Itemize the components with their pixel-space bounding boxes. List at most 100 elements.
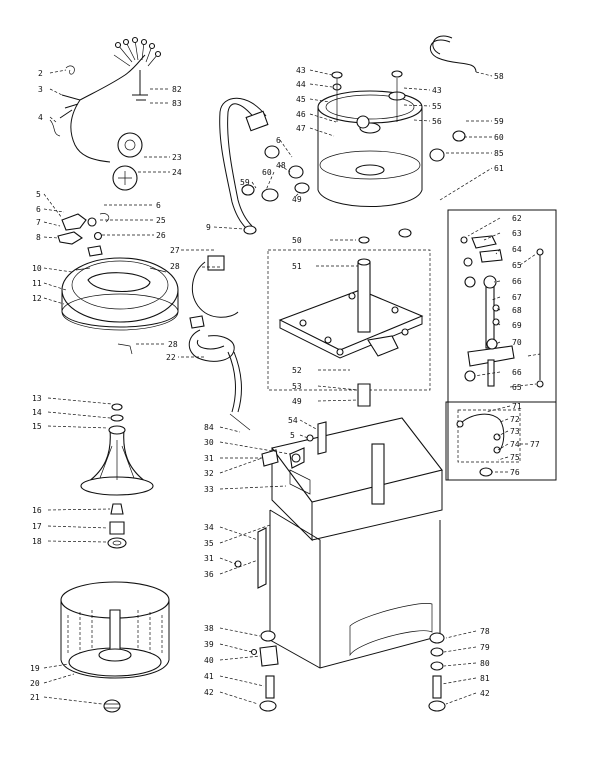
outer-tub: [241, 35, 477, 238]
callout-33: 33: [204, 485, 214, 494]
transmission-frame: [267, 236, 431, 407]
callout-6c: 6: [276, 136, 281, 145]
callout-66b: 66: [512, 368, 522, 377]
callout-74: 74: [510, 440, 520, 449]
callout-52: 52: [292, 366, 302, 375]
callout-78: 78: [480, 627, 490, 636]
callout-17: 17: [32, 522, 42, 531]
callout-43: 43: [296, 66, 306, 75]
callout-11: 11: [32, 279, 42, 288]
suspension-kit: [447, 209, 557, 481]
callout-5: 5: [36, 190, 41, 199]
spin-basket: [60, 581, 170, 713]
valve-and-bracket-parts: [57, 213, 110, 257]
callout-75: 75: [510, 453, 520, 462]
callout-43b: 43: [432, 86, 442, 95]
callout-53: 53: [292, 382, 302, 391]
callout-40: 40: [204, 656, 214, 665]
callout-12: 12: [32, 294, 42, 303]
callout-71: 71: [512, 402, 522, 411]
callout-14: 14: [32, 408, 42, 417]
callout-54: 54: [288, 416, 298, 425]
callout-38: 38: [204, 624, 214, 633]
callout-55: 55: [432, 102, 442, 111]
callout-60b: 60: [494, 133, 504, 142]
callout-21: 21: [30, 693, 40, 702]
callout-3: 3: [38, 85, 43, 94]
brace-kit: [445, 401, 557, 481]
callout-36: 36: [204, 570, 214, 579]
callout-73: 73: [510, 427, 520, 436]
callout-9: 9: [206, 223, 211, 232]
callout-13: 13: [32, 394, 42, 403]
callout-10: 10: [32, 264, 42, 273]
callout-31b: 31: [204, 554, 214, 563]
callout-32: 32: [204, 469, 214, 478]
callout-64: 64: [512, 245, 522, 254]
callout-26: 26: [156, 231, 166, 240]
callout-28b: 28: [168, 340, 178, 349]
callout-49b: 49: [292, 397, 302, 406]
callout-42b: 42: [480, 689, 490, 698]
callout-31: 31: [204, 454, 214, 463]
callout-79: 79: [480, 643, 490, 652]
callout-27: 27: [170, 246, 180, 255]
callout-46: 46: [296, 110, 306, 119]
callout-22: 22: [166, 353, 176, 362]
callout-34: 34: [204, 523, 214, 532]
callout-23: 23: [172, 153, 182, 162]
callout-18: 18: [32, 537, 42, 546]
callout-45: 45: [296, 95, 306, 104]
callout-4: 4: [38, 113, 43, 122]
callout-65b: 65: [512, 383, 522, 392]
callout-48: 48: [276, 161, 286, 170]
callout-8: 8: [36, 233, 41, 242]
callout-82: 82: [172, 85, 182, 94]
callout-58: 58: [494, 72, 504, 81]
agitator-shaft-parts: [107, 503, 127, 549]
callout-6b: 6: [156, 201, 161, 210]
callout-84: 84: [204, 423, 214, 432]
callout-51: 51: [292, 262, 302, 271]
callout-25: 25: [156, 216, 166, 225]
callout-28: 28: [170, 262, 180, 271]
callout-47: 47: [296, 124, 306, 133]
callout-83: 83: [172, 99, 182, 108]
cabinet: [229, 413, 446, 712]
callout-42: 42: [204, 688, 214, 697]
callout-15: 15: [32, 422, 42, 431]
callout-19: 19: [30, 664, 40, 673]
callout-6: 6: [36, 205, 41, 214]
drain-hose-and-clamp: [117, 255, 242, 413]
callout-77: 77: [530, 440, 540, 449]
callout-56: 56: [432, 117, 442, 126]
callout-59b: 59: [494, 117, 504, 126]
callout-labels: 2 3 4 23 24 82 83 5 6 7 8 6 25 26 27 10 …: [30, 66, 540, 702]
callout-59: 59: [240, 178, 250, 187]
callout-76: 76: [510, 468, 520, 477]
callout-70: 70: [512, 338, 522, 347]
fill-hose: [219, 97, 269, 235]
callout-35: 35: [204, 539, 214, 548]
callout-85: 85: [494, 149, 504, 158]
callout-65: 65: [512, 261, 522, 270]
wiring-harness: [49, 36, 162, 191]
callout-50: 50: [292, 236, 302, 245]
callout-49: 49: [292, 195, 302, 204]
callout-81: 81: [480, 674, 490, 683]
tub-ring: [61, 257, 179, 331]
callout-66: 66: [512, 277, 522, 286]
callout-44: 44: [296, 80, 306, 89]
leader-lines: [43, 69, 541, 705]
callout-7: 7: [36, 218, 41, 227]
callout-60: 60: [262, 168, 272, 177]
callout-30: 30: [204, 438, 214, 447]
callout-69: 69: [512, 321, 522, 330]
callout-41: 41: [204, 672, 214, 681]
callout-72: 72: [510, 415, 520, 424]
callout-63: 63: [512, 229, 522, 238]
callout-80: 80: [480, 659, 490, 668]
callout-68: 68: [512, 306, 522, 315]
callout-39: 39: [204, 640, 214, 649]
callout-16: 16: [32, 506, 42, 515]
